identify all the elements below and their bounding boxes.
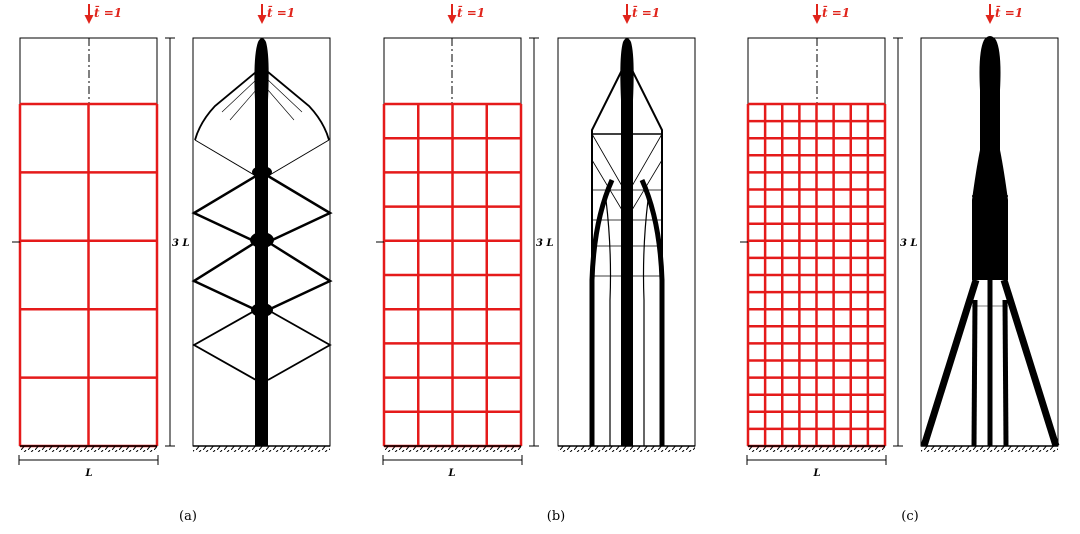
width-dimension: L: [746, 455, 887, 479]
load-label: t̄ =1: [632, 4, 660, 20]
height-dimension: 3 L: [165, 37, 189, 447]
load-arrow: t̄ =1: [447, 4, 485, 24]
load-arrow: t̄ =1: [622, 4, 660, 24]
panel-b: t̄ =1 L 3 L: [376, 4, 696, 524]
panel-c: t̄ =1 L 3 L: [740, 4, 1060, 524]
load-arrow: t̄ =1: [812, 4, 850, 24]
design-domain-a: t̄ =1 L: [12, 4, 159, 479]
fixed-support: [384, 446, 521, 452]
height-label: 3 L: [536, 238, 553, 249]
material-layout-b: [589, 38, 665, 446]
panel-a: t̄ =1 L 3 L: [12, 4, 333, 524]
fixed-support: [748, 446, 885, 452]
load-label: t̄ =1: [457, 4, 485, 20]
height-label: 3 L: [172, 238, 189, 249]
load-label: t̄ =1: [822, 4, 850, 20]
fixed-support: [20, 446, 157, 452]
load-label: t̄ =1: [94, 4, 122, 20]
caption-b: (b): [547, 509, 565, 524]
optimized-topology-a: t̄ =1: [191, 4, 333, 452]
width-label: L: [84, 468, 92, 479]
material-layout-c: [920, 36, 1060, 448]
width-dimension: L: [382, 455, 523, 479]
mesh-grid-c: [746, 102, 887, 448]
material-layout-a: [191, 38, 333, 446]
optimized-topology-c: t̄ =1: [920, 4, 1060, 452]
load-label: t̄ =1: [995, 4, 1023, 20]
mesh-grid-a: [18, 102, 159, 448]
width-label: L: [447, 468, 455, 479]
design-domain-c: t̄ =1 L: [740, 4, 887, 479]
optimized-topology-b: t̄ =1: [557, 4, 696, 452]
height-label: 3 L: [900, 238, 917, 249]
load-arrow: t̄ =1: [84, 4, 122, 24]
mesh-grid-b: [382, 102, 523, 448]
width-label: L: [812, 468, 820, 479]
load-arrow: t̄ =1: [257, 4, 295, 24]
design-domain-b: t̄ =1 L: [376, 4, 523, 479]
caption-a: (a): [179, 509, 197, 524]
height-dimension: 3 L: [529, 37, 553, 447]
width-dimension: L: [18, 455, 159, 479]
load-label: t̄ =1: [267, 4, 295, 20]
caption-c: (c): [901, 509, 918, 524]
height-dimension: 3 L: [893, 37, 917, 447]
load-arrow: t̄ =1: [985, 4, 1023, 24]
